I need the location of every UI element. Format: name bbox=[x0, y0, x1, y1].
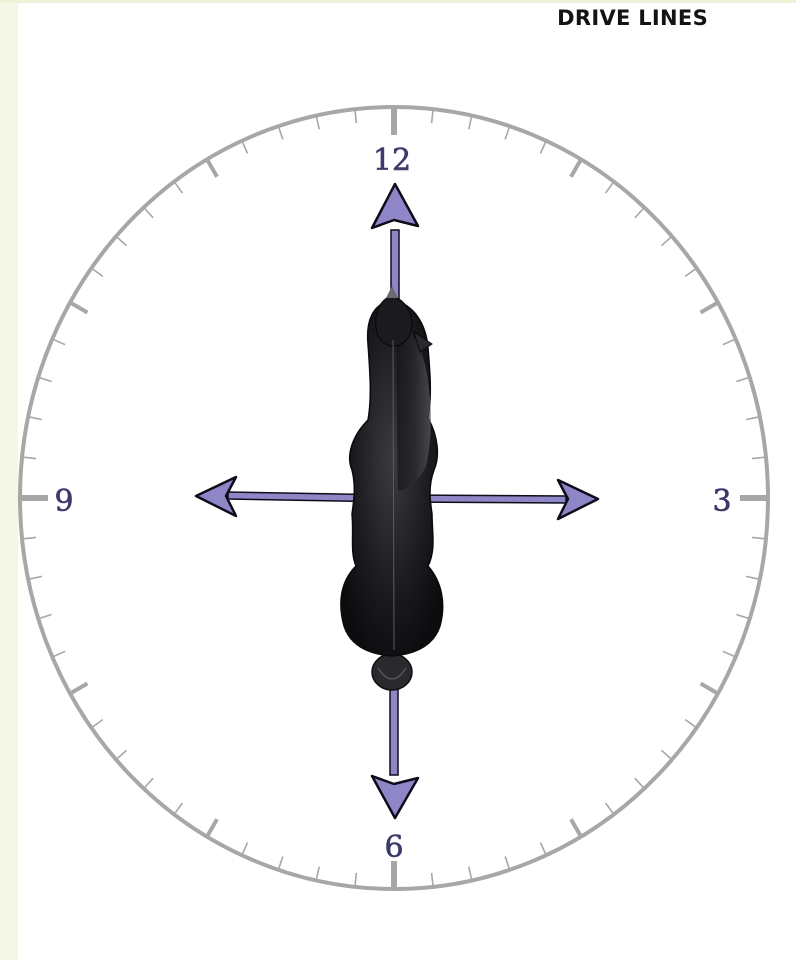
minute-tick bbox=[52, 651, 65, 657]
minute-tick bbox=[28, 576, 42, 579]
minute-tick bbox=[662, 236, 672, 245]
minute-tick bbox=[469, 116, 472, 130]
minute-tick bbox=[505, 126, 509, 139]
minute-tick bbox=[242, 842, 248, 855]
hour-tick bbox=[70, 684, 87, 694]
minute-tick bbox=[685, 268, 696, 276]
minute-tick bbox=[752, 537, 766, 539]
minute-tick bbox=[662, 750, 672, 759]
hour-tick bbox=[701, 684, 718, 694]
minute-tick bbox=[685, 720, 696, 728]
minute-tick bbox=[469, 867, 472, 881]
numeral-9: 9 bbox=[54, 484, 73, 519]
hour-tick bbox=[701, 303, 718, 313]
minute-tick bbox=[22, 457, 36, 459]
minute-tick bbox=[723, 651, 736, 657]
minute-tick bbox=[316, 867, 319, 881]
hour-tick bbox=[207, 159, 217, 176]
minute-tick bbox=[540, 842, 546, 855]
hour-tick bbox=[70, 303, 87, 313]
minute-tick bbox=[505, 857, 509, 870]
minute-tick bbox=[116, 750, 126, 759]
minute-tick bbox=[174, 182, 182, 193]
numeral-12: 12 bbox=[373, 143, 411, 178]
minute-tick bbox=[736, 615, 749, 619]
minute-tick bbox=[116, 236, 126, 245]
minute-tick bbox=[52, 339, 65, 345]
minute-tick bbox=[278, 126, 282, 139]
minute-tick bbox=[38, 615, 51, 619]
numeral-6: 6 bbox=[384, 830, 403, 865]
minute-tick bbox=[91, 268, 102, 276]
minute-tick bbox=[174, 803, 182, 814]
horse-topdown-illustration bbox=[341, 286, 443, 690]
minute-tick bbox=[28, 417, 42, 420]
minute-tick bbox=[355, 109, 357, 123]
minute-tick bbox=[316, 116, 319, 130]
minute-tick bbox=[91, 720, 102, 728]
hour-tick bbox=[207, 819, 217, 836]
minute-tick bbox=[606, 182, 614, 193]
minute-tick bbox=[144, 207, 153, 217]
minute-tick bbox=[635, 207, 644, 217]
minute-tick bbox=[635, 778, 644, 788]
minute-tick bbox=[540, 141, 546, 154]
minute-tick bbox=[242, 141, 248, 154]
minute-tick bbox=[355, 873, 357, 887]
hour-tick bbox=[571, 159, 581, 176]
minute-tick bbox=[746, 417, 760, 420]
numeral-3: 3 bbox=[712, 484, 731, 519]
minute-tick bbox=[736, 377, 749, 381]
minute-tick bbox=[22, 537, 36, 539]
minute-tick bbox=[752, 457, 766, 459]
minute-tick bbox=[432, 873, 434, 887]
hour-tick bbox=[571, 819, 581, 836]
minute-tick bbox=[746, 576, 760, 579]
minute-tick bbox=[606, 803, 614, 814]
minute-tick bbox=[278, 857, 282, 870]
minute-tick bbox=[432, 109, 434, 123]
minute-tick bbox=[723, 339, 736, 345]
minute-tick bbox=[38, 377, 51, 381]
minute-tick bbox=[144, 778, 153, 788]
